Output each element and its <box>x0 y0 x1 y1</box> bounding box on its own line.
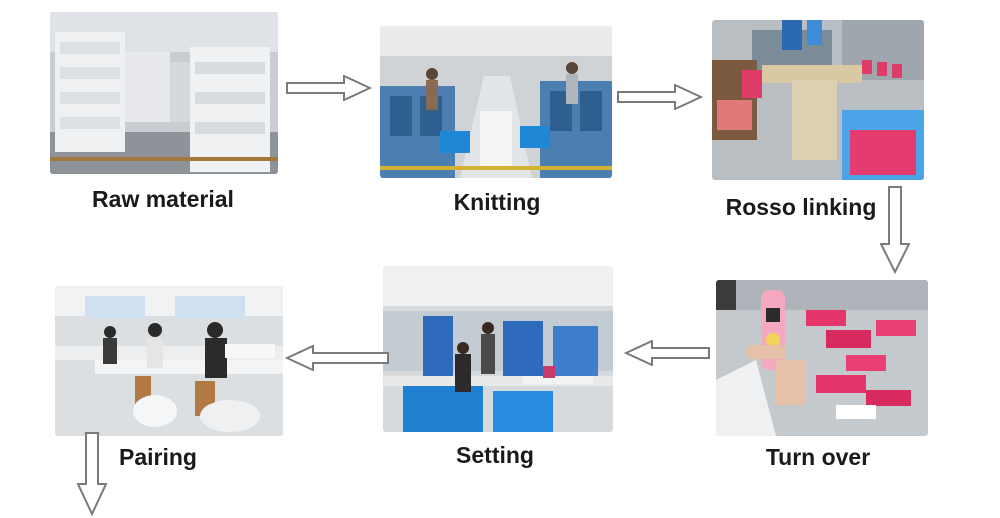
linking-machine-photo <box>712 20 924 180</box>
step-label-raw-material: Raw material <box>92 186 234 212</box>
knitting-machines-photo <box>380 26 612 178</box>
arrow-left-2 <box>285 345 389 371</box>
pairing-workers-photo <box>55 286 283 436</box>
step-label-turn-over: Turn over <box>765 444 871 470</box>
arrow-right-2 <box>617 84 703 110</box>
setting-workshop-photo <box>383 266 613 432</box>
step-label-pairing: Pairing <box>119 444 197 470</box>
step-label-setting: Setting <box>456 442 534 468</box>
arrow-down-2 <box>77 432 107 516</box>
step-label-rosso-linking: Rosso linking <box>725 194 877 220</box>
turning-socks-photo <box>716 280 928 436</box>
arrow-left-1 <box>624 340 710 366</box>
step-label-knitting: Knitting <box>453 189 541 215</box>
arrow-right-1 <box>286 75 372 101</box>
warehouse-photo <box>50 12 278 174</box>
arrow-down-1 <box>880 186 910 274</box>
